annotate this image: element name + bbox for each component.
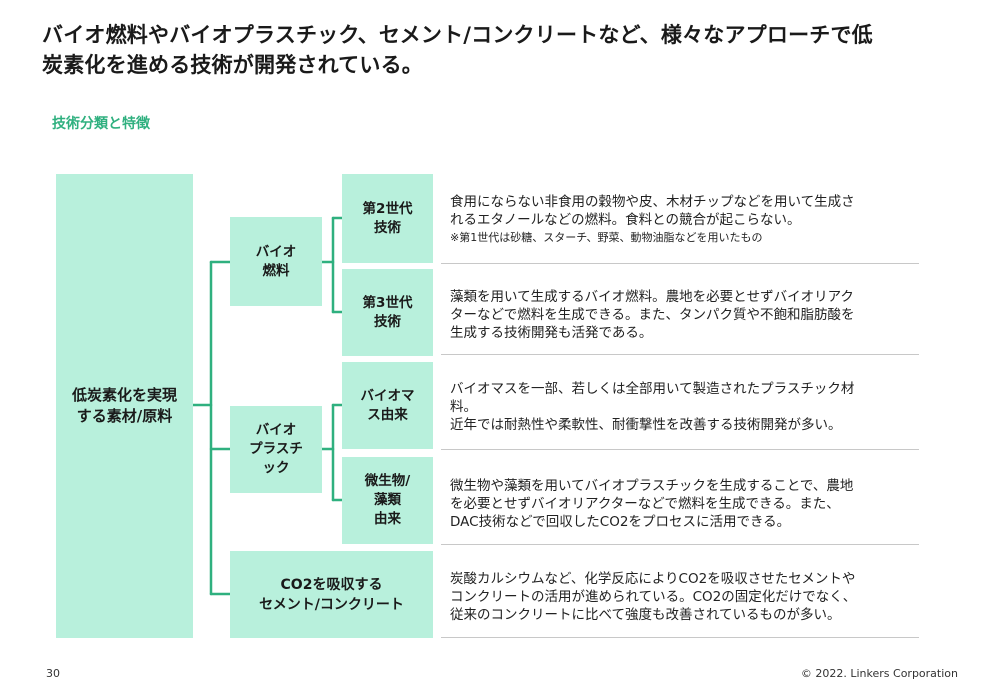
node-bio-fuel: バイオ 燃料 xyxy=(230,217,322,306)
gen2-line-1: 第2世代 xyxy=(362,200,413,217)
root-node-low-carbon-materials: 低炭素化を実現 する素材/原料 xyxy=(56,174,193,638)
biomass-line-2: ス由来 xyxy=(367,406,408,423)
title-line-1: バイオ燃料やバイオプラスチック、セメント/コンクリートなど、様々なアプローチで低 xyxy=(42,23,873,47)
desc-microbe-line-2: を必要とせずバイオリアクターなどで燃料を生成できる。また、 xyxy=(450,496,840,512)
desc-cement-line-1: 炭酸カルシウムなど、化学反応によりCO2を吸収させたセメントや xyxy=(450,571,856,587)
page-title: バイオ燃料やバイオプラスチック、セメント/コンクリートなど、様々なアプローチで低… xyxy=(42,20,972,80)
node-gen2-tech: 第2世代 技術 xyxy=(342,174,433,263)
desc-cement-line-3: 従来のコンクリートに比べて強度も改善されているものが多い。 xyxy=(450,607,841,623)
desc-cement-line-2: コンクリートの活用が進められている。CO2の固定化だけでなく、 xyxy=(450,589,857,605)
microbe-line-1: 微生物/ xyxy=(364,473,411,489)
section-label: 技術分類と特徴 xyxy=(52,116,150,132)
desc-gen2-line-1: 食用にならない非食用の穀物や皮、木材チップなどを用いて生成さ xyxy=(450,194,855,210)
row-divider xyxy=(441,544,919,545)
desc-gen2-line-2: れるエタノールなどの燃料。食料との競合が起こらない。 xyxy=(450,212,801,228)
description-gen3: 藻類を用いて生成するバイオ燃料。農地を必要とせずバイオリアク ターなどで燃料を生… xyxy=(450,288,920,342)
bio-plastic-line-1: バイオ xyxy=(255,422,297,438)
bio-plastic-line-2: プラスチ xyxy=(249,441,303,457)
bio-plastic-line-3: ック xyxy=(262,460,290,476)
desc-microbe-line-3: DAC技術などで回収したCO2をプロセスに活用できる。 xyxy=(450,514,791,530)
row-divider xyxy=(441,449,919,450)
microbe-line-3: 由来 xyxy=(374,511,401,527)
description-microbe: 微生物や藻類を用いてバイオプラスチックを生成することで、農地 を必要とせずバイオ… xyxy=(450,477,920,531)
desc-gen3-line-3: 生成する技術開発も活発である。 xyxy=(450,325,653,341)
node-microbe-algae-derived: 微生物/ 藻類 由来 xyxy=(342,457,433,544)
desc-biomass-line-3: 近年では耐熱性や柔軟性、耐衝撃性を改善する技術開発が多い。 xyxy=(450,417,842,433)
root-node-line-2: する素材/原料 xyxy=(76,407,173,425)
copyright: © 2022. Linkers Corporation xyxy=(800,667,958,680)
cement-line-1: CO2を吸収する xyxy=(280,576,383,593)
description-cement: 炭酸カルシウムなど、化学反応によりCO2を吸収させたセメントや コンクリートの活… xyxy=(450,570,920,624)
row-divider xyxy=(441,637,919,638)
node-co2-cement: CO2を吸収する セメント/コンクリート xyxy=(230,551,433,638)
description-biomass: バイオマスを一部、若しくは全部用いて製造されたプラスチック材 料。 近年では耐熱… xyxy=(450,380,920,434)
desc-gen2-note: ※第1世代は砂糖、スターチ、野菜、動物油脂などを用いたもの xyxy=(450,231,763,244)
desc-gen3-line-2: ターなどで燃料を生成できる。また、タンパク質や不飽和脂肪酸を xyxy=(450,307,855,323)
node-gen3-tech: 第3世代 技術 xyxy=(342,269,433,356)
row-divider xyxy=(441,263,919,264)
description-gen2: 食用にならない非食用の穀物や皮、木材チップなどを用いて生成さ れるエタノールなど… xyxy=(450,193,920,246)
bio-fuel-line-1: バイオ xyxy=(255,243,297,260)
node-biomass-derived: バイオマ ス由来 xyxy=(342,362,433,449)
bio-fuel-line-2: 燃料 xyxy=(262,262,290,279)
page-number: 30 xyxy=(46,667,60,680)
desc-biomass-line-1: バイオマスを一部、若しくは全部用いて製造されたプラスチック材 xyxy=(450,381,855,397)
root-node-line-1: 低炭素化を実現 xyxy=(71,386,177,404)
desc-microbe-line-1: 微生物や藻類を用いてバイオプラスチックを生成することで、農地 xyxy=(450,478,854,494)
desc-gen3-line-1: 藻類を用いて生成するバイオ燃料。農地を必要とせずバイオリアク xyxy=(450,289,854,305)
gen3-line-1: 第3世代 xyxy=(362,294,413,311)
microbe-line-2: 藻類 xyxy=(374,492,401,508)
node-bio-plastic: バイオ プラスチ ック xyxy=(230,406,322,493)
title-line-2: 炭素化を進める技術が開発されている。 xyxy=(42,53,423,77)
row-divider xyxy=(441,354,919,355)
desc-biomass-line-2: 料。 xyxy=(450,399,477,415)
gen3-line-2: 技術 xyxy=(374,313,401,330)
gen2-line-2: 技術 xyxy=(374,219,401,236)
cement-line-2: セメント/コンクリート xyxy=(259,596,404,613)
biomass-line-1: バイオマ xyxy=(360,387,415,404)
